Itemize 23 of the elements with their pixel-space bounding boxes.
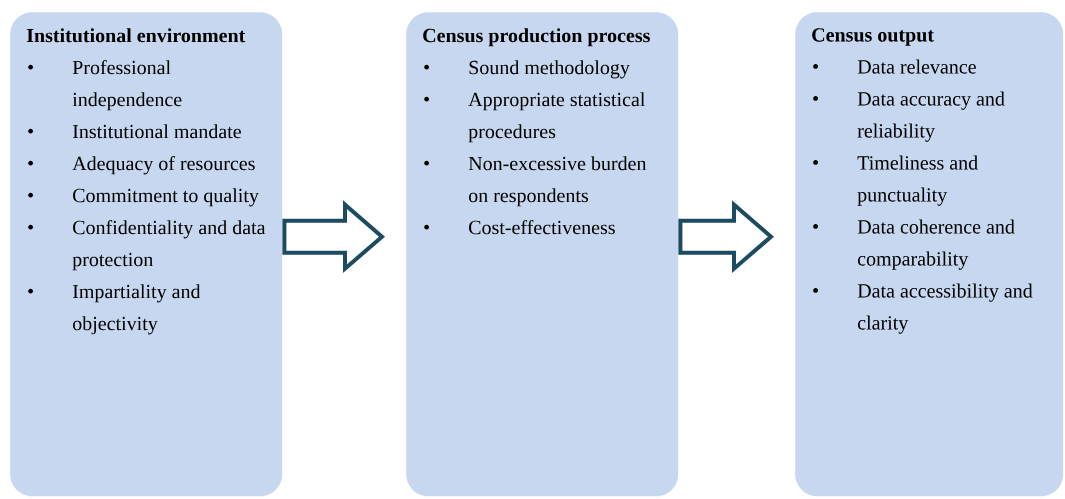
block-arrow xyxy=(282,200,386,274)
process-panel xyxy=(10,12,283,497)
list-item: Impartiality and objectivity xyxy=(72,284,201,335)
list-item: Professional independence xyxy=(72,60,182,111)
block-arrow xyxy=(678,200,775,274)
list-item: Non-excessive burden on respondents xyxy=(468,156,647,207)
box-heading: Census production process xyxy=(423,28,650,47)
list-item: Data coherence and comparability xyxy=(857,219,1015,270)
list-item: Cost-effectiveness xyxy=(469,220,615,235)
list-item: Data accuracy and reliability xyxy=(857,91,1005,142)
list-item: Commitment to quality xyxy=(73,188,259,207)
list-item: Adequacy of resources xyxy=(72,156,255,175)
list-item: Confidentiality and data protection xyxy=(72,220,266,271)
box-heading: Census output xyxy=(812,28,934,46)
box-heading: Institutional environment xyxy=(26,28,246,43)
process-panel xyxy=(406,12,679,497)
list-item: Institutional mandate xyxy=(72,124,241,139)
list-item: Sound methodology xyxy=(469,60,630,79)
list-item: Data accessibility and clarity xyxy=(857,283,1033,334)
list-item: Timeliness and punctuality xyxy=(857,155,978,206)
list-item: Appropriate statistical procedures xyxy=(468,92,645,143)
process-panel xyxy=(795,12,1064,497)
list-item: Data relevance xyxy=(857,59,976,74)
